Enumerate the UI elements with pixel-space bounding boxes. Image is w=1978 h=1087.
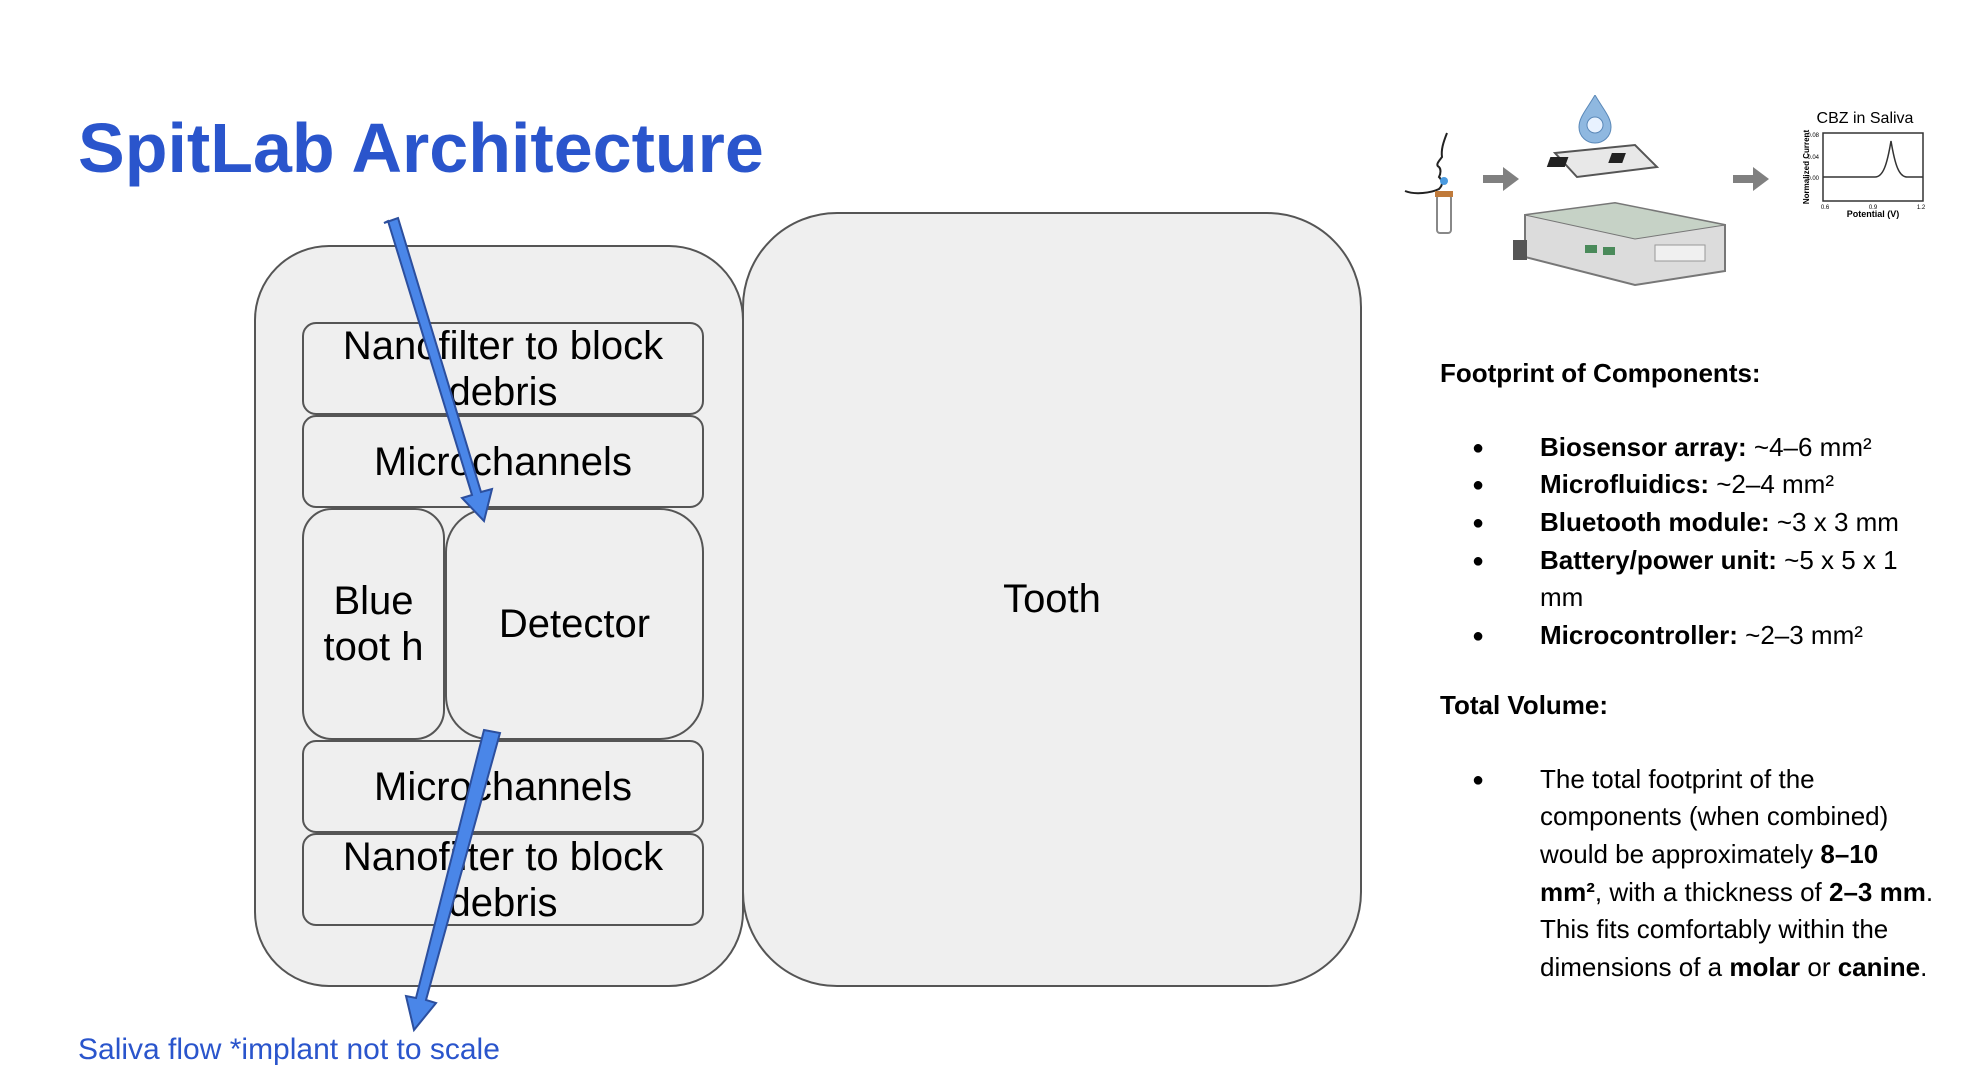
microchannels-top: Microchannels <box>302 415 704 508</box>
volume-list: The total footprint of the components (w… <box>1440 761 1940 987</box>
flow-arrow-out <box>404 728 502 1033</box>
x-tick-1: 0.6 <box>1821 205 1830 211</box>
list-item: Bluetooth module: ~3 x 3 mm <box>1440 504 1940 542</box>
y-tick-2: 0.04 <box>1807 155 1819 161</box>
cbz-plot: CBZ in Saliva Normalized Current Potenti… <box>1802 110 1926 219</box>
workflow-arrow-icon-2 <box>1733 167 1769 191</box>
text-run: The total footprint of the components (w… <box>1540 763 1889 869</box>
saliva-workflow-graphic: CBZ in Saliva Normalized Current Potenti… <box>1404 95 1926 287</box>
y-tick-1: 0.08 <box>1807 133 1819 139</box>
item-name: Battery/power unit: <box>1540 544 1777 575</box>
item-name: Microcontroller: <box>1540 620 1738 651</box>
item-value: ~2–4 mm² <box>1709 469 1835 500</box>
item-value: ~4–6 mm² <box>1746 431 1872 462</box>
tooth-box: Tooth <box>742 212 1362 987</box>
slide-title: SpitLab Architecture <box>78 109 764 187</box>
face-profile-icon <box>1404 132 1448 195</box>
caption: Saliva flow *implant not to scale <box>78 1033 500 1066</box>
plot-ylabel: Normalized Current <box>1802 130 1811 205</box>
components-list: Biosensor array: ~4–6 mm² Microfluidics:… <box>1440 429 1940 655</box>
item-name: Bluetooth module: <box>1540 507 1770 538</box>
list-item: Microfluidics: ~2–4 mm² <box>1440 466 1940 504</box>
nanofilter-top: Nanofilter to block debris <box>302 322 704 415</box>
bold-run: 8–10 mm² <box>1540 838 1879 907</box>
text-run: , with a thickness of <box>1594 876 1830 907</box>
x-tick-2: 0.9 <box>1869 205 1878 211</box>
detector-box: Detector <box>445 508 704 740</box>
bold-run: molar <box>1729 951 1801 982</box>
item-name: Biosensor array: <box>1540 431 1747 462</box>
bluetooth-module: Blue toot h <box>302 508 445 740</box>
text-run: or <box>1800 951 1838 982</box>
nanofilter-bottom: Nanofilter to block debris <box>302 833 704 926</box>
text-run: . This fits comfortably within the dimen… <box>1540 876 1934 982</box>
flow-arrow-in <box>383 216 494 524</box>
saliva-drop-icon <box>1440 177 1448 185</box>
footprint-heading: Footprint of Components: <box>1440 358 1761 388</box>
x-tick-3: 1.2 <box>1917 205 1926 211</box>
bold-run: 2–3 mm <box>1829 876 1926 907</box>
bold-run: canine <box>1837 951 1921 982</box>
item-name: Microfluidics: <box>1540 469 1710 500</box>
workflow-arrow-icon <box>1483 167 1519 191</box>
item-value: ~2–3 mm² <box>1737 620 1863 651</box>
tube-cap <box>1435 191 1453 197</box>
plot-title: CBZ in Saliva <box>1817 110 1914 127</box>
volume-heading: Total Volume: <box>1440 689 1609 720</box>
list-item: Battery/power unit: ~5 x 5 x 1 mm <box>1440 542 1940 617</box>
y-tick-3: 0.00 <box>1807 176 1819 182</box>
plot-xlabel: Potential (V) <box>1847 209 1900 219</box>
sensor-chip-icon <box>1552 143 1660 179</box>
info-panel: Footprint of Components: Biosensor array… <box>1440 355 1940 987</box>
saliva-tube-icon <box>1436 194 1452 234</box>
text-run: . <box>1920 951 1928 982</box>
list-item: Biosensor array: ~4–6 mm² <box>1440 429 1940 467</box>
microchannels-bottom: Microchannels <box>302 740 704 833</box>
item-value: ~3 x 3 mm <box>1769 507 1899 538</box>
item-value: ~5 x 5 x 1 mm <box>1540 544 1898 613</box>
list-item: Microcontroller: ~2–3 mm² <box>1440 617 1940 655</box>
volume-paragraph: The total footprint of the components (w… <box>1440 761 1940 987</box>
